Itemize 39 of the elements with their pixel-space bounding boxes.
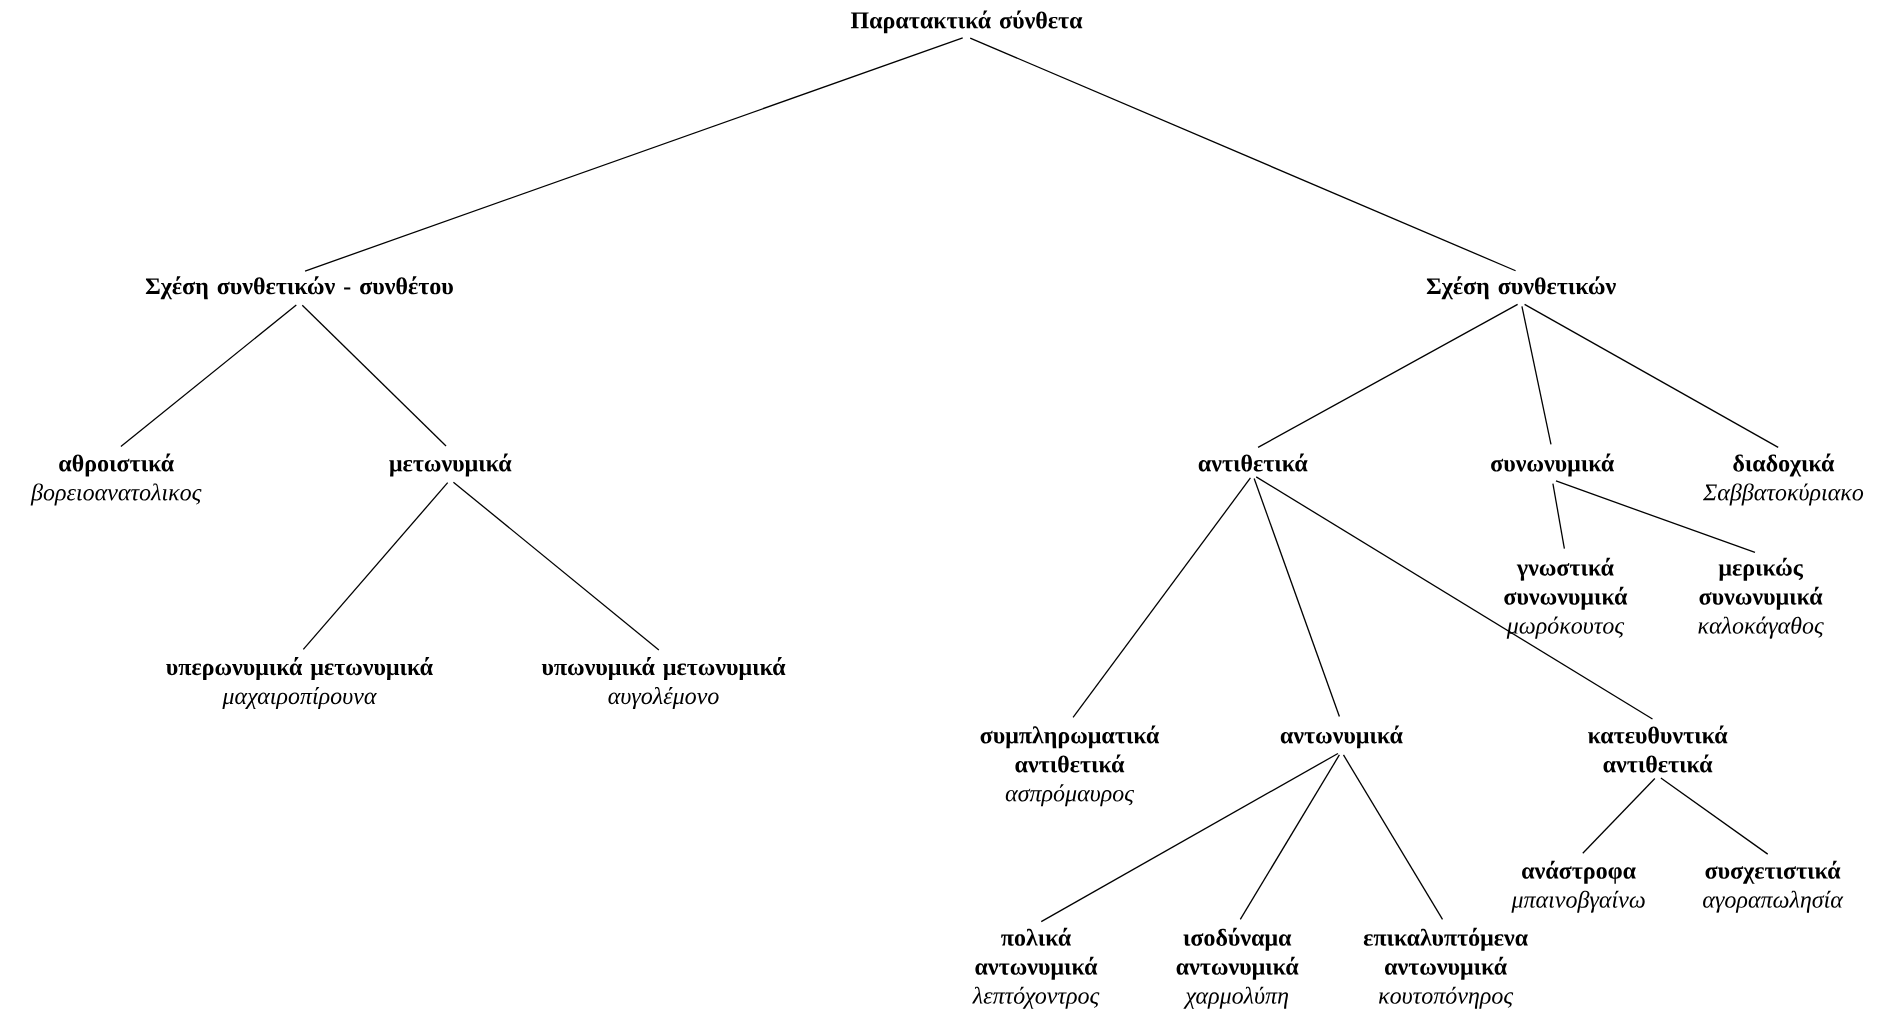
branch-line <box>1257 303 1519 449</box>
term-label: συμπληρωματικά αντιθετικά ασπρόμαυρος <box>980 725 1160 807</box>
branch-line <box>1072 477 1252 718</box>
branch-line <box>1521 305 1552 446</box>
term-label: Σχέση συνθετικών <box>1426 276 1616 300</box>
term-label: πολικά αντωνυμικά λεπτόχοντρος <box>972 927 1100 1009</box>
branch-line <box>1239 754 1340 921</box>
term-label: κατευθυντικά αντιθετικά <box>1588 725 1728 773</box>
branch-line <box>1040 752 1339 923</box>
term-label: υπερωνυμικά μετωνυμικά μαχαιροπίρουνα <box>166 657 433 710</box>
branch-line <box>1342 754 1444 921</box>
branch-line <box>304 37 964 272</box>
term-label: μερικώς συνωνυμικά καλοκάγαθος <box>1698 557 1824 639</box>
branch-line <box>1255 476 1654 720</box>
term-label: Σχέση συνθετικών - συνθέτου <box>145 276 453 300</box>
term-label: ισοδύναμα αντωνυμικά χαρμολύπη <box>1176 927 1299 1009</box>
branch-line <box>1552 482 1565 550</box>
branch-line <box>1253 477 1341 718</box>
term-label: υπωνυμικά μετωνυμικά αυγολέμονο <box>541 657 786 710</box>
term-label: αντιθετικά <box>1198 453 1308 472</box>
term-label: συνωνυμικά <box>1491 453 1614 477</box>
term-label: αθροιστικά βορειοανατολικος <box>30 453 202 506</box>
branch-line <box>452 481 660 651</box>
term-label: επικαλυπτόμενα αντωνυμικά κουτοπόνηρος <box>1363 927 1528 1009</box>
branch-line <box>301 304 447 447</box>
term-label: Παρατακτικά σύνθετα <box>850 10 1083 34</box>
branch-line <box>302 482 449 650</box>
branch-line <box>1523 303 1779 448</box>
term-label: συσχετιστικά αγοραπωλησία <box>1703 860 1844 913</box>
branch-line <box>1555 480 1756 554</box>
branch-line <box>120 304 297 448</box>
term-label: διαδοχικά Σαββατοκύριακο <box>1702 453 1864 506</box>
branch-line <box>969 37 1517 272</box>
term-label: μετωνυμικά <box>389 453 512 477</box>
term-label: γνωστικά συνωνυμικά μωρόκουτος <box>1504 557 1628 639</box>
term-label: ανάστροφα μπαινοβγαίνω <box>1511 860 1645 913</box>
branch-line <box>1660 777 1769 855</box>
branch-line <box>1582 777 1656 854</box>
term-label: αντωνυμικά <box>1280 725 1403 749</box>
